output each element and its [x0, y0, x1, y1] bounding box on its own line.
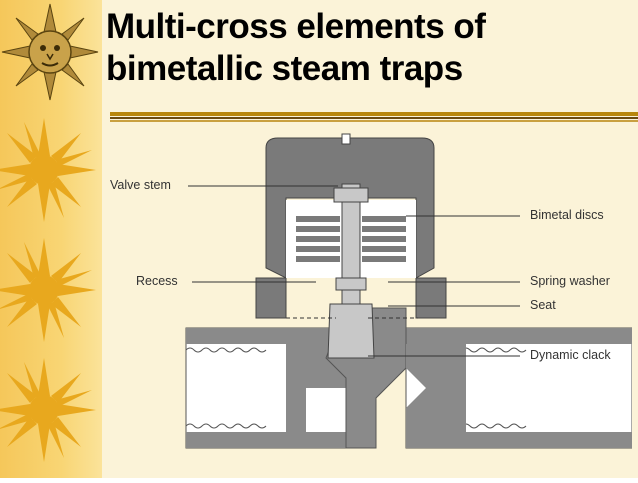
label-bimetal-discs: Bimetal discs	[530, 208, 604, 222]
label-dynamic-clack: Dynamic clack	[530, 348, 611, 362]
sun-decorations	[0, 3, 99, 462]
label-recess: Recess	[136, 274, 178, 288]
leader-lines	[188, 185, 520, 357]
sun-face-icon	[1, 3, 99, 101]
trap-body	[185, 307, 632, 449]
steam-trap-diagram: Valve stem Recess Bimetal discs Spring w…	[106, 128, 632, 474]
sun-icon	[0, 118, 96, 222]
title-line-1: Multi-cross elements of	[106, 7, 486, 46]
valve-stem	[327, 183, 375, 359]
label-spring-washer: Spring washer	[530, 274, 610, 288]
title-line-2: bimetallic steam traps	[106, 49, 463, 88]
slide-title: Multi-cross elements of bimetallic steam…	[106, 6, 626, 90]
label-seat: Seat	[530, 298, 556, 312]
label-valve-stem: Valve stem	[110, 178, 171, 192]
steam-trap-cross-section	[185, 133, 632, 449]
title-divider	[110, 112, 638, 122]
sun-icon	[0, 358, 96, 462]
decorative-sidebar	[0, 0, 102, 478]
bimetal-disc-stack	[296, 216, 406, 262]
sun-icon	[0, 238, 96, 342]
